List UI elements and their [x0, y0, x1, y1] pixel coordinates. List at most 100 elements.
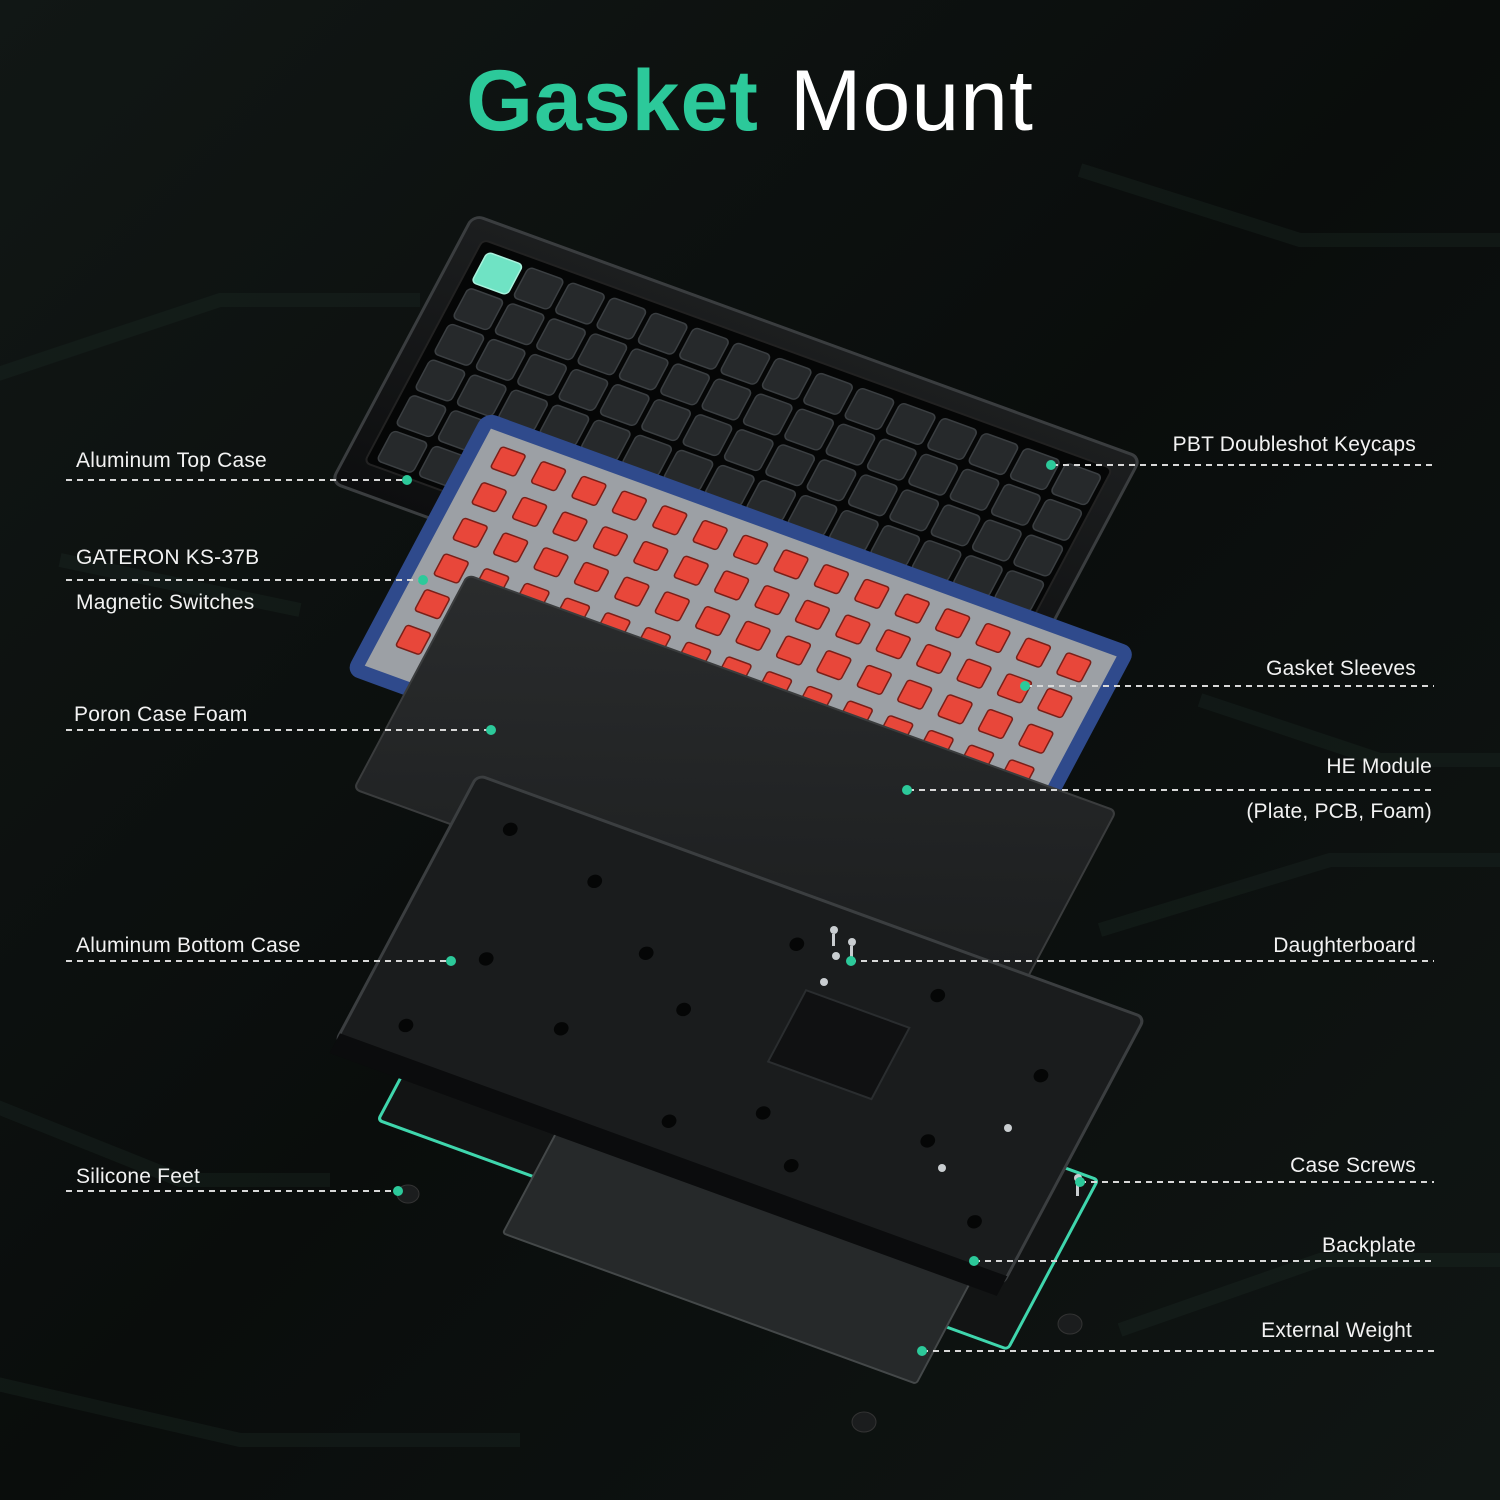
magnetic-switch: [735, 620, 771, 651]
keycap: [885, 403, 936, 445]
keycap: [555, 282, 605, 325]
label-he-module: HE Module: [1326, 755, 1432, 778]
keycap: [866, 438, 917, 481]
mounting-hole: [930, 988, 946, 1003]
magnetic-switch: [956, 658, 992, 689]
magnetic-switch: [493, 532, 529, 563]
keycap: [844, 387, 895, 430]
keycap: [949, 468, 1000, 511]
magnetic-switch: [754, 585, 790, 616]
keycap: [1013, 534, 1064, 577]
magnetic-switch: [611, 490, 647, 521]
mounting-hole: [638, 946, 654, 960]
keycap: [803, 372, 853, 415]
keycap: [536, 318, 586, 361]
magnetic-switch: [573, 561, 610, 592]
magnetic-switch: [894, 593, 930, 624]
mounting-hole: [967, 1215, 982, 1229]
title-rest-word: Mount: [789, 53, 1034, 149]
magnetic-switch: [592, 526, 629, 557]
page-title: Gasket Mount: [0, 58, 1500, 144]
keycap: [660, 363, 710, 406]
magnetic-switch: [490, 446, 526, 477]
magnetic-switch: [1037, 688, 1073, 719]
keycap: [558, 369, 609, 411]
keycap: [908, 453, 959, 496]
magnetic-switch: [1056, 652, 1092, 683]
mounting-hole: [783, 1159, 799, 1173]
magnetic-switch: [395, 624, 431, 655]
mounting-hole: [661, 1114, 677, 1128]
keycap: [968, 433, 1019, 476]
magnetic-switch: [794, 599, 831, 630]
label-case-screws: Case Screws: [1290, 1154, 1416, 1177]
magnetic-switch: [652, 505, 688, 536]
label-poron-case-foam: Poron Case Foam: [74, 703, 248, 726]
magnetic-switch: [937, 694, 973, 725]
keycap: [806, 459, 857, 502]
keycap: [761, 357, 812, 400]
keycap: [434, 323, 485, 366]
magnetic-switch: [571, 475, 607, 506]
callout-anchor-dots: [393, 460, 1085, 1356]
mint-keycap: [472, 252, 523, 295]
mounting-hole: [553, 1022, 569, 1036]
keycap: [1032, 498, 1083, 541]
keycap: [825, 423, 876, 466]
keycap: [889, 489, 940, 532]
keycap: [720, 342, 771, 385]
magnetic-switch: [975, 622, 1011, 654]
label-aluminum-bottom-case: Aluminum Bottom Case: [76, 934, 301, 957]
magnetic-switch: [854, 578, 890, 609]
mounting-hole: [587, 874, 603, 889]
keycap: [618, 348, 669, 391]
keycap: [415, 359, 466, 402]
keycap: [513, 267, 564, 310]
magnetic-switch: [633, 540, 669, 572]
magnetic-switch: [773, 549, 809, 580]
magnetic-switch: [996, 673, 1033, 704]
magnetic-switch: [673, 555, 709, 586]
keycap: [494, 303, 545, 346]
mounting-hole: [676, 1002, 691, 1017]
label-external-weight: External Weight: [1261, 1319, 1412, 1342]
magnetic-switch: [977, 708, 1014, 740]
keycap: [701, 378, 752, 421]
keycap: [679, 327, 729, 370]
magnetic-switch: [916, 643, 952, 674]
magnetic-switch: [1015, 637, 1052, 668]
keycap: [927, 418, 977, 461]
magnetic-switch: [816, 650, 852, 681]
keycap: [784, 408, 834, 451]
mounting-hole: [1033, 1069, 1049, 1083]
magnetic-switch: [775, 635, 812, 666]
keycap: [1051, 463, 1102, 506]
magnetic-switch: [533, 547, 569, 578]
title-accent-word: Gasket: [466, 53, 759, 149]
magnetic-switch: [732, 534, 769, 565]
magnetic-switch: [471, 482, 507, 513]
keycap: [641, 399, 691, 442]
label-he-module-sub: (Plate, PCB, Foam): [1246, 800, 1432, 823]
label-daughterboard: Daughterboard: [1273, 934, 1416, 957]
magnetic-switch: [433, 553, 469, 584]
keycap: [1009, 448, 1060, 491]
mounting-hole: [502, 822, 518, 837]
magnetic-switch: [530, 461, 567, 492]
magnetic-switch: [875, 629, 911, 660]
daughterboard-part: [820, 926, 856, 986]
keycap: [517, 353, 567, 396]
magnetic-switch: [614, 576, 650, 607]
mounting-hole: [789, 937, 805, 951]
keycap: [847, 474, 898, 517]
label-gasket-sleeves: Gasket Sleeves: [1266, 657, 1416, 680]
magnetic-switch: [835, 614, 871, 645]
keycap: [742, 393, 793, 436]
case-mounting-holes: [398, 822, 1049, 1229]
keycap: [637, 312, 688, 355]
magnetic-switch: [692, 520, 728, 551]
keycap: [475, 338, 526, 381]
keycap: [990, 483, 1041, 526]
